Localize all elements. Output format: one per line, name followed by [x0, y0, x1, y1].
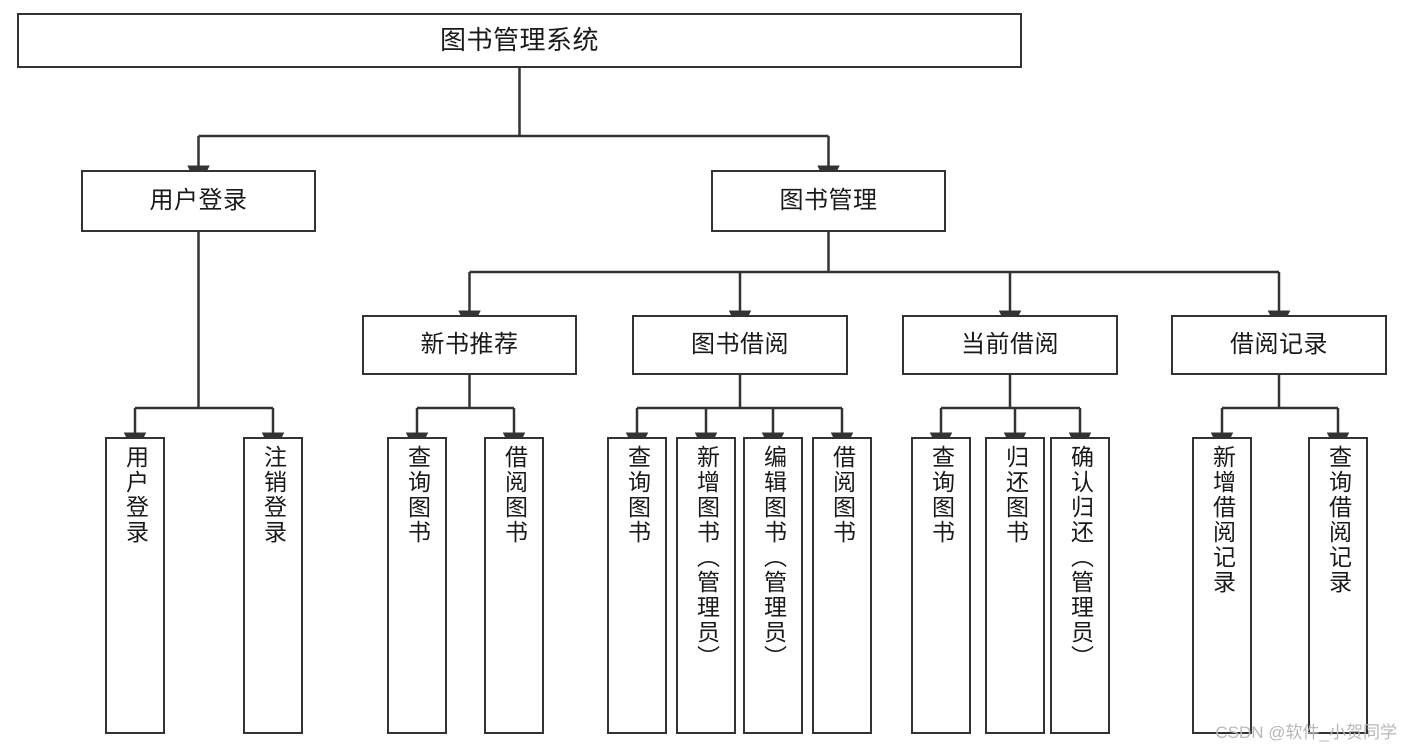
- node-label-l1-a: 用户登录: [149, 186, 248, 214]
- node-box-leaf-03[interactable]: 查询图书: [387, 437, 447, 734]
- node-box-leaf-08[interactable]: 借阅图书: [812, 437, 872, 734]
- node-label-leaf-02: 注销登录: [260, 445, 287, 545]
- node-label-leaf-13: 查询借阅记录: [1325, 445, 1352, 595]
- node-label-l2-c: 当前借阅: [961, 330, 1059, 358]
- node-box-leaf-07[interactable]: 编辑图书（管理员）: [743, 437, 803, 734]
- node-label-leaf-04: 借阅图书: [501, 445, 528, 545]
- node-label-leaf-12: 新增借阅记录: [1209, 445, 1236, 595]
- node-box-l2-d[interactable]: 借阅记录: [1171, 315, 1387, 375]
- node-box-l1-b[interactable]: 图书管理: [711, 170, 946, 232]
- node-box-l2-c[interactable]: 当前借阅: [902, 315, 1118, 375]
- node-box-leaf-09[interactable]: 查询图书: [911, 437, 971, 734]
- node-label-leaf-10: 归还图书: [1002, 445, 1029, 545]
- node-label-leaf-01: 用户登录: [122, 445, 149, 545]
- node-box-leaf-02[interactable]: 注销登录: [243, 437, 303, 734]
- node-label-root: 图书管理系统: [439, 25, 599, 56]
- node-label-leaf-05: 查询图书: [624, 445, 651, 545]
- node-box-l2-b[interactable]: 图书借阅: [632, 315, 848, 375]
- node-box-leaf-05[interactable]: 查询图书: [607, 437, 667, 734]
- node-box-root[interactable]: 图书管理系统: [17, 13, 1022, 68]
- node-label-l2-a: 新书推荐: [420, 330, 519, 358]
- edge-group: [123, 68, 1350, 455]
- node-label-l1-b: 图书管理: [779, 186, 878, 214]
- node-label-leaf-06: 新增图书（管理员）: [693, 445, 720, 670]
- node-box-leaf-01[interactable]: 用户登录: [105, 437, 165, 734]
- node-box-leaf-11[interactable]: 确认归还（管理员）: [1050, 437, 1110, 734]
- node-label-leaf-07: 编辑图书（管理员）: [760, 445, 787, 670]
- node-label-leaf-08: 借阅图书: [829, 445, 856, 545]
- node-label-leaf-09: 查询图书: [928, 445, 955, 545]
- node-box-l2-a[interactable]: 新书推荐: [362, 315, 577, 375]
- node-box-leaf-12[interactable]: 新增借阅记录: [1192, 437, 1252, 734]
- node-label-leaf-11: 确认归还（管理员）: [1067, 445, 1094, 670]
- node-box-l1-a[interactable]: 用户登录: [81, 170, 316, 232]
- node-box-leaf-10[interactable]: 归还图书: [985, 437, 1045, 734]
- node-label-l2-b: 图书借阅: [691, 330, 789, 358]
- watermark-text: CSDN @软件_小贺同学: [1215, 723, 1397, 742]
- node-box-leaf-06[interactable]: 新增图书（管理员）: [676, 437, 736, 734]
- node-box-leaf-04[interactable]: 借阅图书: [484, 437, 544, 734]
- node-label-l2-d: 借阅记录: [1230, 330, 1328, 358]
- node-label-leaf-03: 查询图书: [404, 445, 431, 545]
- node-box-leaf-13[interactable]: 查询借阅记录: [1308, 437, 1368, 734]
